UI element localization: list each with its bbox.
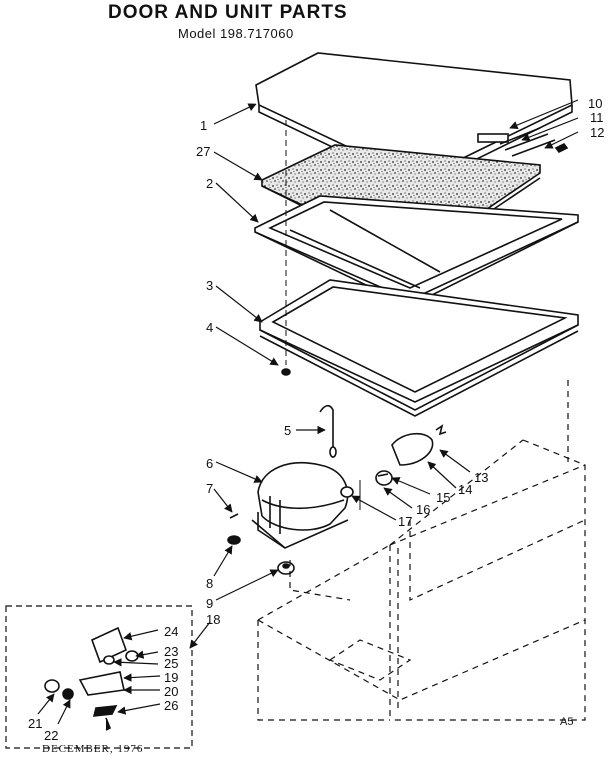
callout-17: 17 (398, 514, 412, 529)
cabinet-outline (257, 380, 586, 721)
callout-labels: 1 27 2 3 4 5 6 7 8 9 10 11 12 13 14 15 1… (28, 96, 604, 743)
mount-9 (277, 561, 295, 575)
callout-25: 25 (164, 656, 178, 671)
callout-5: 5 (284, 423, 291, 438)
screw-4 (281, 120, 291, 376)
callout-15: 15 (436, 490, 450, 505)
callout-16: 16 (416, 502, 430, 517)
footer-date: DECEMBER, 1976 (42, 743, 144, 755)
callout-8: 8 (206, 576, 213, 591)
callout-2: 2 (206, 176, 213, 191)
callout-11: 11 (590, 110, 604, 125)
callout-13: 13 (474, 470, 488, 485)
page-code: A5 (560, 716, 574, 728)
callout-27: 27 (196, 144, 210, 159)
callout-19: 19 (164, 670, 178, 685)
callout-12: 12 (590, 125, 604, 140)
compressor (251, 462, 349, 549)
grommet-7 (227, 513, 241, 545)
inset-box (5, 605, 193, 749)
inset-parts (44, 626, 139, 731)
relay-parts (340, 424, 447, 510)
callout-26: 26 (164, 698, 178, 713)
callout-6: 6 (206, 456, 213, 471)
callout-23: 23 (164, 644, 178, 659)
door-gasket (259, 279, 579, 417)
callout-3: 3 (206, 278, 213, 293)
callout-10: 10 (588, 96, 602, 111)
hinge-assembly (477, 127, 569, 157)
callout-4: 4 (206, 320, 213, 335)
callout-21: 21 (28, 716, 42, 731)
callout-7: 7 (206, 481, 213, 496)
leader-lines (37, 99, 579, 725)
callout-20: 20 (164, 684, 178, 699)
callout-1: 1 (200, 118, 207, 133)
callout-18: 18 (206, 612, 220, 627)
callout-14: 14 (458, 482, 472, 497)
capillary-tube (319, 404, 337, 458)
callout-22: 22 (44, 728, 58, 743)
callout-24: 24 (164, 624, 178, 639)
model-number: Model 198.717060 (178, 26, 294, 41)
diagram-title: DOOR AND UNIT PARTS (108, 2, 348, 23)
breaker-frame (254, 195, 579, 307)
callout-9: 9 (206, 596, 213, 611)
